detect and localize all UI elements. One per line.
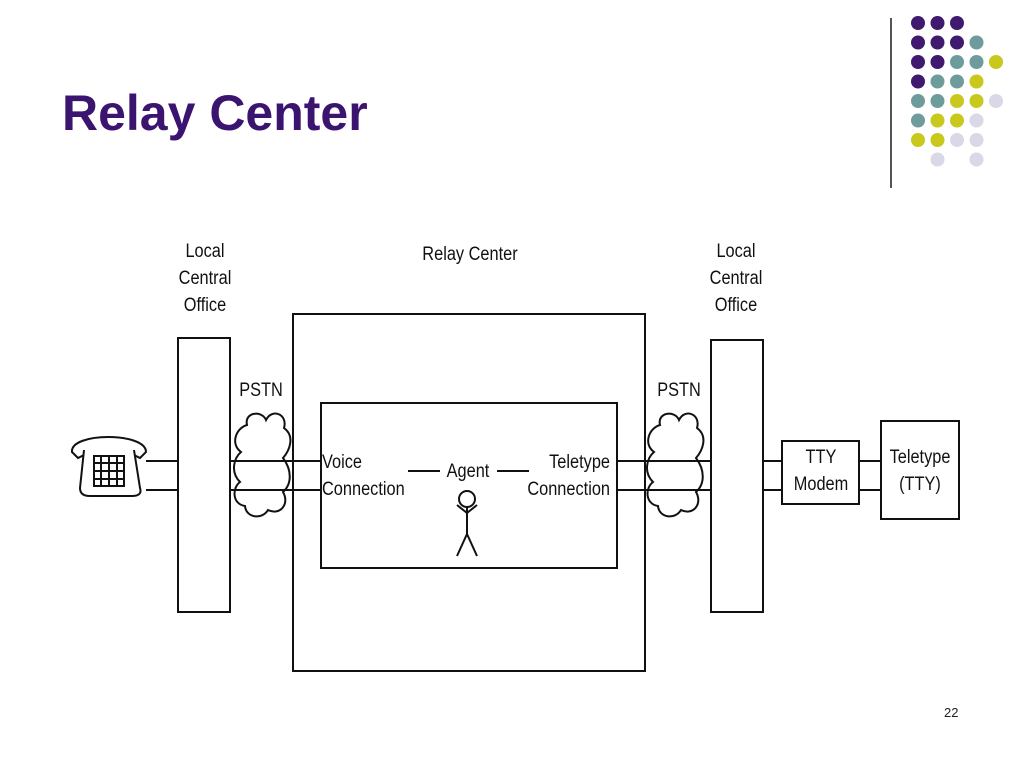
right-office-box <box>710 339 764 613</box>
voice-connection-label: Voice Connection <box>322 452 405 500</box>
teletype-tty-label: Teletype (TTY) <box>889 447 951 495</box>
decorative-dot <box>911 74 925 89</box>
decorative-dot <box>969 94 984 108</box>
decorative-dot <box>969 113 984 128</box>
slide-title: Relay Center <box>62 85 368 141</box>
teletype-connection-label: Teletype Connection <box>527 452 610 500</box>
decorative-dot <box>969 35 984 50</box>
decorative-dot <box>989 94 1003 108</box>
decorative-dot <box>950 113 964 128</box>
decorative-dot <box>989 55 1003 69</box>
agent-label: Agent <box>446 461 490 482</box>
decorative-dot <box>930 152 945 167</box>
person-icon <box>456 490 478 557</box>
page-number: 22 <box>944 705 959 720</box>
decorative-dot <box>911 35 925 50</box>
decorative-dot <box>930 94 945 108</box>
left-office-box <box>177 337 231 613</box>
decorative-dot <box>930 16 945 30</box>
decorative-dot <box>950 16 964 30</box>
pstn-left-label: PSTN <box>239 380 283 401</box>
cloud-icon <box>233 412 292 518</box>
cloud-icon <box>646 412 705 518</box>
decorative-dot <box>950 94 964 108</box>
tty-modem-label: TTY Modem <box>793 447 849 495</box>
decorative-dot <box>969 152 984 167</box>
wire-lines <box>146 460 881 491</box>
right-office-label: Local Central Office <box>709 241 763 316</box>
relay-center-label: Relay Center <box>422 244 518 265</box>
decorative-dot <box>969 133 984 147</box>
decorative-dot <box>969 74 984 89</box>
decorative-dot <box>930 74 945 89</box>
decorative-dot-grid <box>911 16 1003 167</box>
decorative-dot <box>930 133 945 147</box>
decorative-dot <box>950 74 964 89</box>
telephone-icon <box>70 436 148 497</box>
pstn-right-label: PSTN <box>657 380 701 401</box>
decorative-dot <box>911 113 925 128</box>
decorative-dot <box>930 35 945 50</box>
decorative-dot <box>969 55 984 69</box>
tty-modem-box <box>781 440 860 505</box>
decorative-dot <box>930 55 945 69</box>
decorative-dot <box>950 133 964 147</box>
decorative-dot <box>911 16 925 30</box>
decorative-dot <box>950 55 964 69</box>
decorative-dot <box>930 113 945 128</box>
relay-center-box <box>292 313 646 672</box>
decorative-dot <box>950 35 964 50</box>
decorative-dot <box>911 133 925 147</box>
decorative-dot <box>911 94 925 108</box>
agent-box <box>320 402 618 569</box>
teletype-box <box>880 420 960 520</box>
decorative-dot <box>911 55 925 69</box>
left-office-label: Local Central Office <box>178 241 232 316</box>
divider-line <box>890 18 892 188</box>
